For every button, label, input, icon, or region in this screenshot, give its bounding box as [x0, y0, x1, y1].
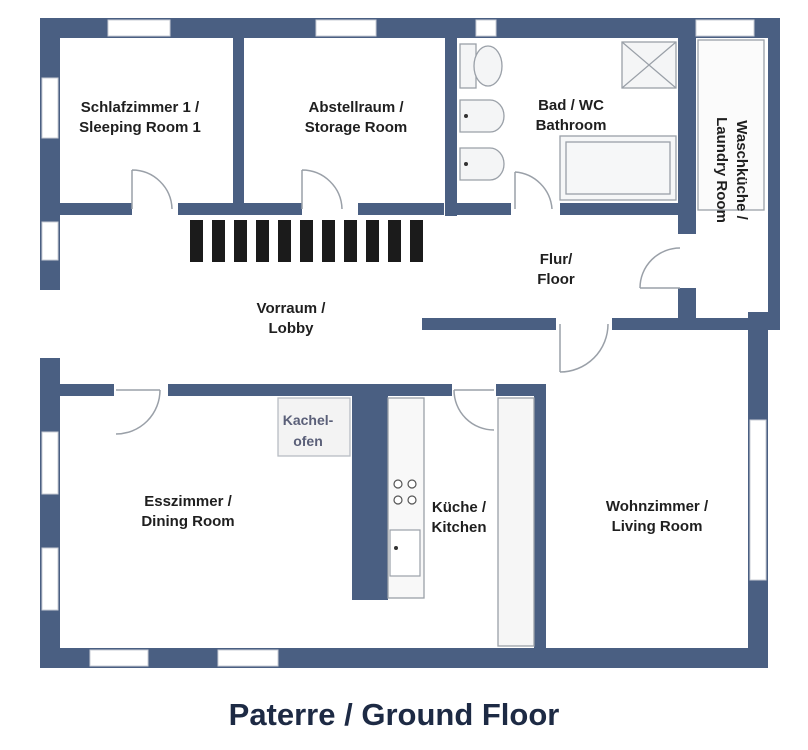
tiled-stove-icon: [277, 397, 351, 457]
sink-icon: [459, 99, 505, 133]
window-sleep-left-a: [41, 77, 59, 139]
label-storage-room-line1: Abstellraum /: [308, 99, 404, 116]
door-bath: [514, 171, 553, 210]
laundry-wall-right: [768, 18, 780, 330]
door-kitchen: [453, 389, 495, 431]
wall-sleep-bottom-a: [60, 203, 132, 215]
wall-storage-bottom: [358, 203, 444, 215]
door-storage: [301, 169, 343, 210]
wall-kitchen-living: [534, 384, 546, 648]
label-dining-room-line2: Dining Room: [141, 513, 234, 530]
window-living-right: [749, 419, 767, 581]
label-living-room-line2: Living Room: [612, 518, 703, 535]
wall-living-top: [748, 318, 768, 330]
window-sleep-left-b: [41, 221, 59, 261]
outer-wall-bottom: [40, 648, 768, 668]
cooktop-icon: [393, 479, 417, 505]
label-dining-room-line1: Esszimmer /: [144, 493, 232, 510]
label-laundry-room-line2: Laundry Room: [713, 117, 730, 223]
wall-sleep-storage: [233, 18, 244, 208]
window-dining-bottom-a: [89, 649, 149, 667]
radiator: [190, 220, 423, 262]
door-lobby-dining: [115, 389, 161, 435]
wall-dining-top-a: [60, 384, 114, 396]
label-tiled-stove-line1: Kachel-: [283, 412, 334, 428]
wall-bath-bottom-a: [445, 203, 511, 215]
label-bathroom-line1: Bad / WC: [538, 97, 604, 114]
wall-floor-a: [422, 318, 556, 330]
window-dining-bottom-b: [217, 649, 279, 667]
outer-wall-left-lower: [40, 358, 60, 668]
label-lobby-line1: Vorraum /: [257, 300, 327, 317]
plan-title: Paterre / Ground Floor: [229, 697, 560, 732]
wall-bath-laundry: [678, 18, 696, 234]
wall-dining-kitchen: [352, 384, 388, 600]
wall-bath-bottom-b: [560, 203, 696, 215]
room-labels: Schlafzimmer 1 / Sleeping Room 1 Abstell…: [79, 97, 750, 536]
wall-living-top-left: [496, 384, 546, 396]
wall-storage-bath: [445, 18, 457, 216]
washing-machine-icon: [697, 39, 765, 211]
doors: [115, 169, 681, 435]
label-floor-line2: Floor: [537, 271, 575, 288]
sink-icon: [459, 147, 505, 181]
wall-floor-b: [612, 318, 780, 330]
label-sleeping-room-1-line1: Schlafzimmer 1 /: [81, 99, 200, 116]
window-dining-left-b: [41, 547, 59, 611]
window-laundry-top: [695, 19, 755, 37]
window-sleep-top: [107, 19, 171, 37]
door-laundry: [639, 247, 681, 289]
windows: [41, 19, 767, 667]
window-bath-top: [475, 19, 497, 37]
label-bathroom-line2: Bathroom: [536, 117, 607, 134]
window-storage-top: [315, 19, 377, 37]
kitchen-sink-icon: [389, 529, 421, 577]
label-floor-line1: Flur/: [540, 251, 573, 268]
door-floor-living: [559, 323, 609, 373]
wall-sleep-bottom-b: [178, 203, 302, 215]
toilet-icon: [459, 43, 503, 89]
shower-icon: [621, 41, 677, 89]
label-storage-room-line2: Storage Room: [305, 119, 408, 136]
label-kitchen-line2: Kitchen: [431, 519, 486, 536]
living-cabinet: [497, 397, 535, 647]
label-kitchen-line1: Küche /: [432, 499, 487, 516]
outer-wall-top: [40, 18, 780, 38]
label-lobby-line2: Lobby: [269, 320, 315, 337]
window-dining-left-a: [41, 431, 59, 495]
label-living-room-line1: Wohnzimmer /: [606, 498, 709, 515]
bathtub-icon: [559, 135, 677, 201]
wall-dining-top-b: [168, 384, 452, 396]
label-tiled-stove-line2: ofen: [293, 433, 323, 449]
door-sleep: [131, 169, 173, 210]
label-laundry-room-line1: Waschküche /: [733, 120, 750, 220]
label-sleeping-room-1-line2: Sleeping Room 1: [79, 119, 201, 136]
